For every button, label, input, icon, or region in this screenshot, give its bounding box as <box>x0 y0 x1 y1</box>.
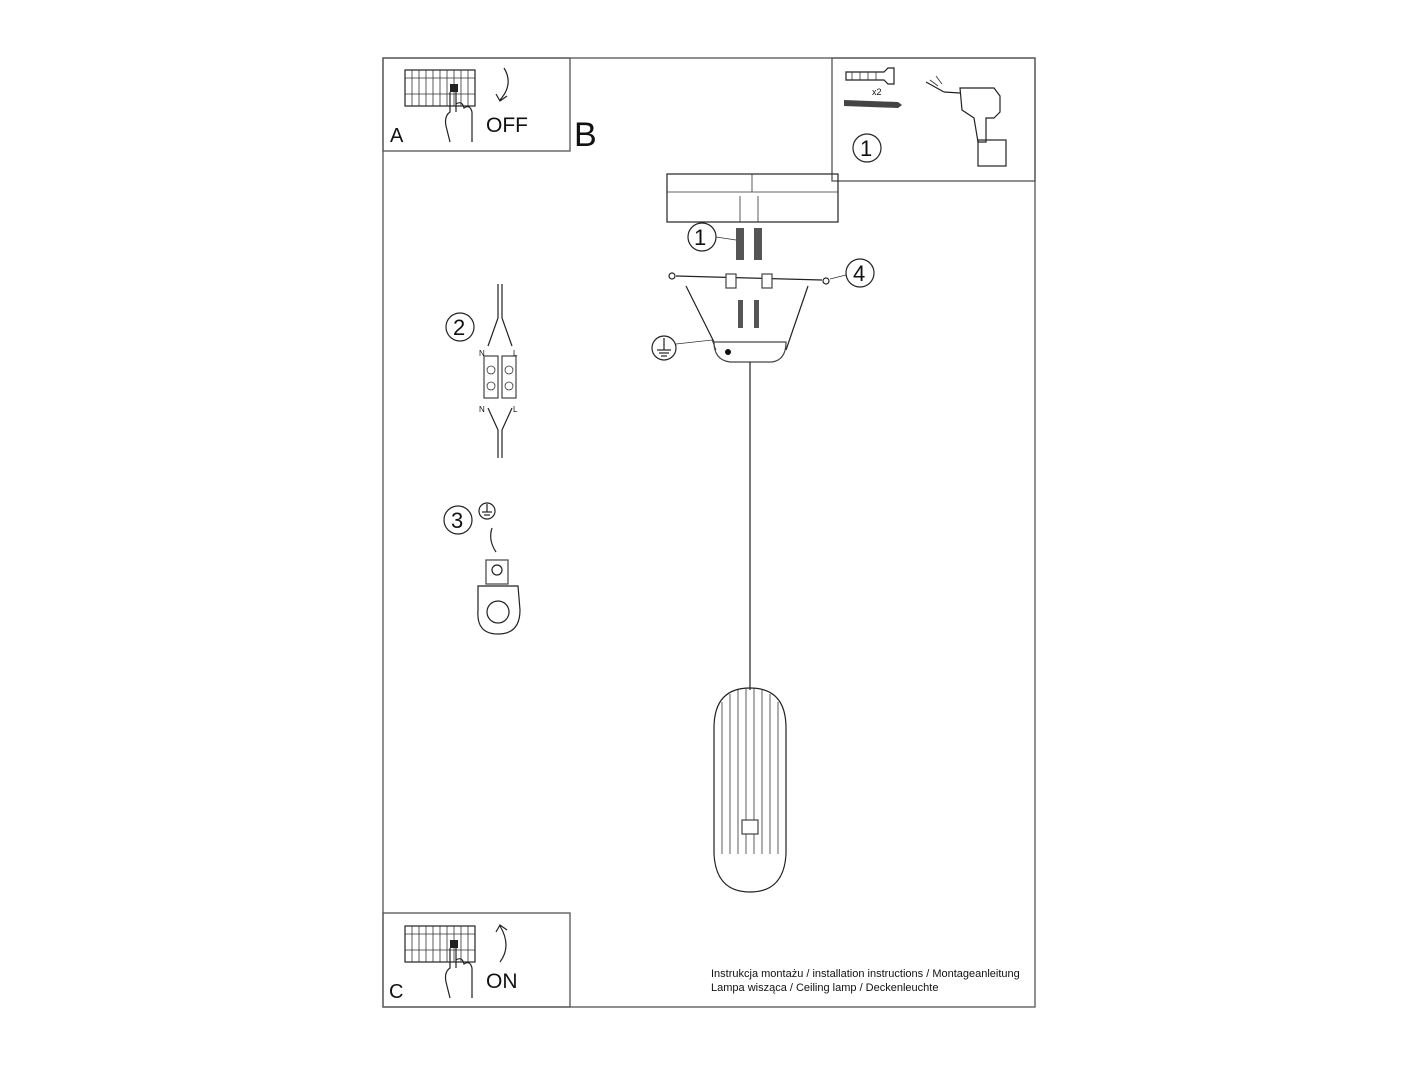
step-1-marker: 1 <box>687 222 737 252</box>
terminal-n-top: N <box>479 349 485 358</box>
arrow-up-icon <box>495 924 508 963</box>
panel-c-label: C <box>389 981 403 1003</box>
bracket-screws <box>738 300 759 328</box>
panel-b-label: B <box>574 116 597 154</box>
panel-c: C ON <box>382 912 571 1008</box>
svg-text:1: 1 <box>694 225 706 250</box>
fuse-box-icon <box>404 69 476 107</box>
wall-plugs <box>736 228 762 260</box>
fuse-box-icon <box>404 925 476 963</box>
sheet-frame <box>382 57 1036 1008</box>
footer-title: Instrukcja montażu / installation instru… <box>711 968 1020 980</box>
hand-icon <box>444 88 473 143</box>
step-4-marker: 4 <box>829 258 875 288</box>
power-off-label: OFF <box>486 114 528 137</box>
terminal-l-top: L <box>513 349 518 358</box>
step-1-kit-marker: 1 <box>852 133 882 163</box>
footer-subtitle: Lampa wisząca / Ceiling lamp / Deckenleu… <box>711 982 938 994</box>
power-on-label: ON <box>486 970 518 993</box>
earth-symbol-icon <box>478 502 496 520</box>
panel-a: A OFF <box>382 57 571 152</box>
kit-quantity: x2 <box>872 87 882 97</box>
canopy <box>685 285 809 363</box>
terminal-l-bottom: L <box>513 405 518 414</box>
svg-text:3: 3 <box>451 508 463 533</box>
terminal-n-bottom: N <box>479 405 485 414</box>
step-3-earth: 3 <box>443 502 521 635</box>
ground-symbol-icon <box>651 335 717 361</box>
kit-panel: x2 1 <box>831 57 1036 182</box>
screw-icon <box>844 100 902 108</box>
pendant-lamp <box>713 687 787 893</box>
ceiling-block <box>666 173 839 223</box>
svg-text:1: 1 <box>860 136 872 161</box>
step-2-wiring: 2 N L N L <box>445 284 518 458</box>
svg-text:2: 2 <box>453 315 465 340</box>
hand-icon <box>444 944 473 999</box>
mounting-bracket <box>668 272 830 289</box>
svg-text:4: 4 <box>853 261 865 286</box>
arrow-down-icon <box>495 67 509 102</box>
panel-a-label: A <box>390 125 404 147</box>
wall-plug-icon <box>845 67 895 85</box>
drill-icon <box>925 75 1007 167</box>
